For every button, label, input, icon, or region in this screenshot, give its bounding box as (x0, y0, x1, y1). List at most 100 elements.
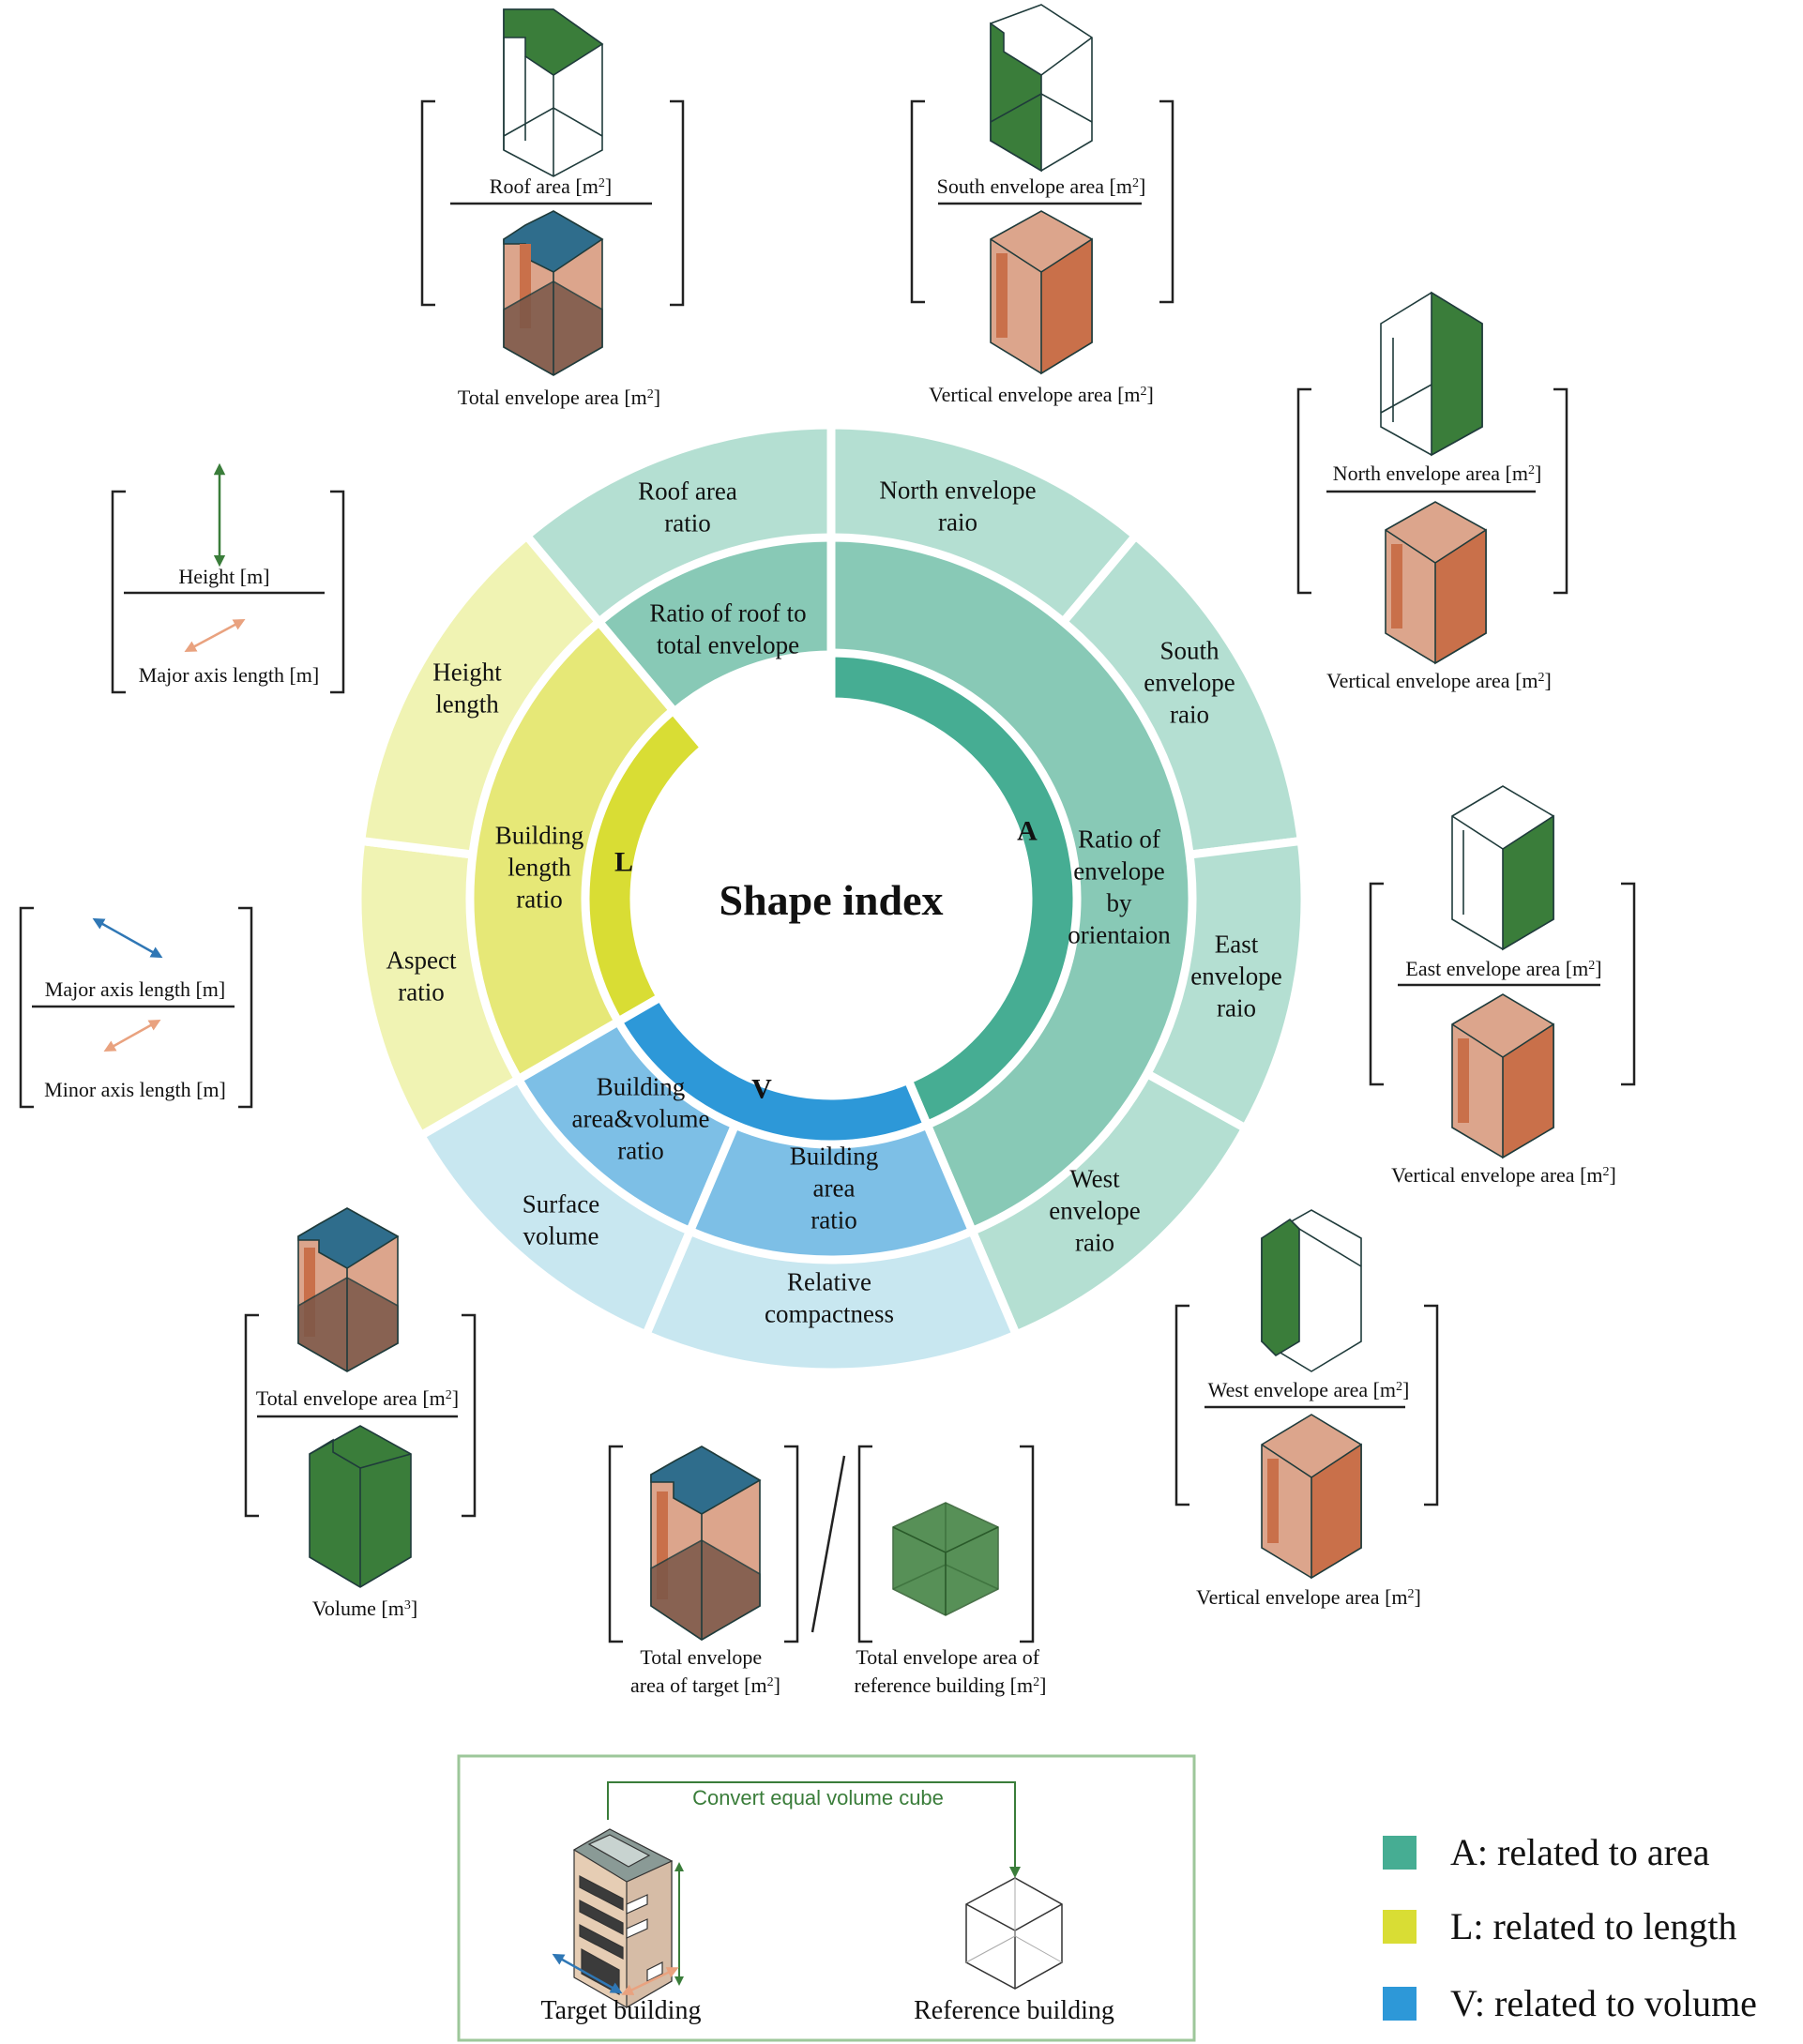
formula-roof-bottom: Total envelope area [m2] (458, 386, 660, 409)
formula-south-bottom: Vertical envelope area [m2] (929, 383, 1154, 406)
legend-label-v: V: related to volume (1450, 1982, 1757, 2024)
bracket-right (1553, 387, 1568, 595)
reference-building-label: Reference building (914, 1996, 1114, 2025)
formula-compact-left: Total envelope area of target [m2] (630, 1645, 780, 1697)
bracket-right (462, 1313, 477, 1518)
conversion-label: Convert equal volume cube (692, 1786, 944, 1809)
major-axis-arrow (92, 917, 163, 959)
formula-north-bottom: Vertical envelope area [m2] (1326, 669, 1552, 692)
reference-cube-icon (892, 1502, 999, 1616)
formula-height-top: Height [m] (178, 565, 269, 588)
bracket-right (1020, 1445, 1035, 1643)
legend-swatch-l (1383, 1910, 1417, 1944)
target-length-arrow (552, 1953, 623, 1994)
bracket-left (1174, 1304, 1189, 1507)
volume-box-icon (309, 1425, 412, 1588)
roof-box-icon (503, 8, 604, 177)
formula-north-top: North envelope area [m2] (1333, 462, 1542, 485)
formula-south-top: South envelope area [m2] (937, 174, 1146, 198)
target-envelope-icon (650, 1446, 762, 1641)
bracket-right (238, 906, 253, 1109)
formula-surface-volume: Total envelope area [m2] Volume [m3] (244, 1207, 477, 1620)
bracket-left (244, 1313, 259, 1518)
bracket-right (1621, 882, 1636, 1086)
inner-label-A: A (1017, 816, 1038, 847)
inner-segment-V (614, 992, 932, 1149)
formula-surface-bottom: Volume [m3] (312, 1597, 417, 1620)
formula-west: West envelope area [m2] Vertical envelop… (1174, 1209, 1439, 1609)
target-building-label: Target building (541, 1996, 702, 2025)
formula-aspect: Major axis length [m] Minor axis length … (19, 906, 253, 1109)
envelope-box-icon (297, 1207, 400, 1372)
formula-compactness: Total envelope area of target [m2] Total… (608, 1445, 1047, 1697)
bracket-left (1296, 387, 1311, 595)
legend-swatch-v (1383, 1987, 1417, 2021)
bracket-left (420, 99, 435, 307)
bracket-left (608, 1445, 623, 1643)
minor-axis-arrow (103, 1019, 161, 1052)
inner-segment-A (826, 648, 1082, 1129)
conversion-arrowhead (1009, 1867, 1021, 1878)
bracket-left (1369, 882, 1384, 1086)
bracket-right (1424, 1304, 1439, 1507)
legend-label-a: A: related to area (1450, 1831, 1710, 1873)
formula-east-top: East envelope area [m2] (1405, 957, 1601, 980)
formula-aspect-bottom: Minor axis length [m] (44, 1078, 226, 1101)
vertical-envelope-icon (1451, 993, 1554, 1159)
formula-south: South envelope area [m2] Vertical envelo… (910, 4, 1174, 406)
bracket-left (111, 490, 126, 694)
legend: A: related to area L: related to length … (1383, 1831, 1757, 2024)
bracket-right (330, 490, 345, 694)
formula-north: North envelope area [m2] Vertical envelo… (1296, 291, 1568, 692)
south-box-icon (990, 4, 1093, 173)
formula-roof-top: Roof area [m2] (490, 174, 612, 198)
formula-west-bottom: Vertical envelope area [m2] (1196, 1585, 1421, 1609)
inner-label-L: L (614, 847, 633, 878)
bracket-left (857, 1445, 872, 1643)
formula-roof: Roof area [m2] Total envelope area [m2] (420, 8, 685, 409)
formula-east-bottom: Vertical envelope area [m2] (1391, 1163, 1616, 1187)
conversion-arrow (607, 1781, 1016, 1870)
target-building-icon (572, 1828, 674, 2009)
inner-label-V: V (751, 1074, 772, 1105)
east-box-icon (1451, 785, 1554, 951)
legend-label-l: L: related to length (1450, 1905, 1736, 1947)
west-box-icon (1261, 1209, 1362, 1372)
length-arrow (184, 619, 246, 652)
target-width-arrow (621, 1967, 679, 1995)
bracket-left (19, 906, 34, 1109)
formula-surface-top: Total envelope area [m2] (256, 1386, 459, 1410)
division-slash (811, 1455, 846, 1633)
bracket-right (784, 1445, 799, 1643)
vertical-envelope-icon (1261, 1414, 1362, 1580)
formula-compact-right: Total envelope area of reference buildin… (855, 1645, 1047, 1697)
formula-east: East envelope area [m2] Vertical envelop… (1369, 785, 1636, 1187)
formula-height: Height [m] Major axis length [m] (111, 462, 345, 694)
reference-building-icon (965, 1877, 1063, 1990)
inner-segment-L (581, 705, 709, 1026)
bracket-left (910, 99, 925, 304)
bracket-right (1159, 99, 1174, 304)
center-title: Shape index (719, 876, 943, 924)
formula-height-bottom: Major axis length [m] (139, 663, 319, 687)
vertical-envelope-icon (1385, 501, 1487, 665)
vertical-envelope-icon (990, 210, 1093, 375)
conversion-box: Convert equal volume cube Target buildin… (457, 1754, 1196, 2042)
north-box-icon (1380, 291, 1483, 457)
envelope-box-icon (503, 210, 604, 376)
legend-swatch-a (1383, 1836, 1417, 1870)
